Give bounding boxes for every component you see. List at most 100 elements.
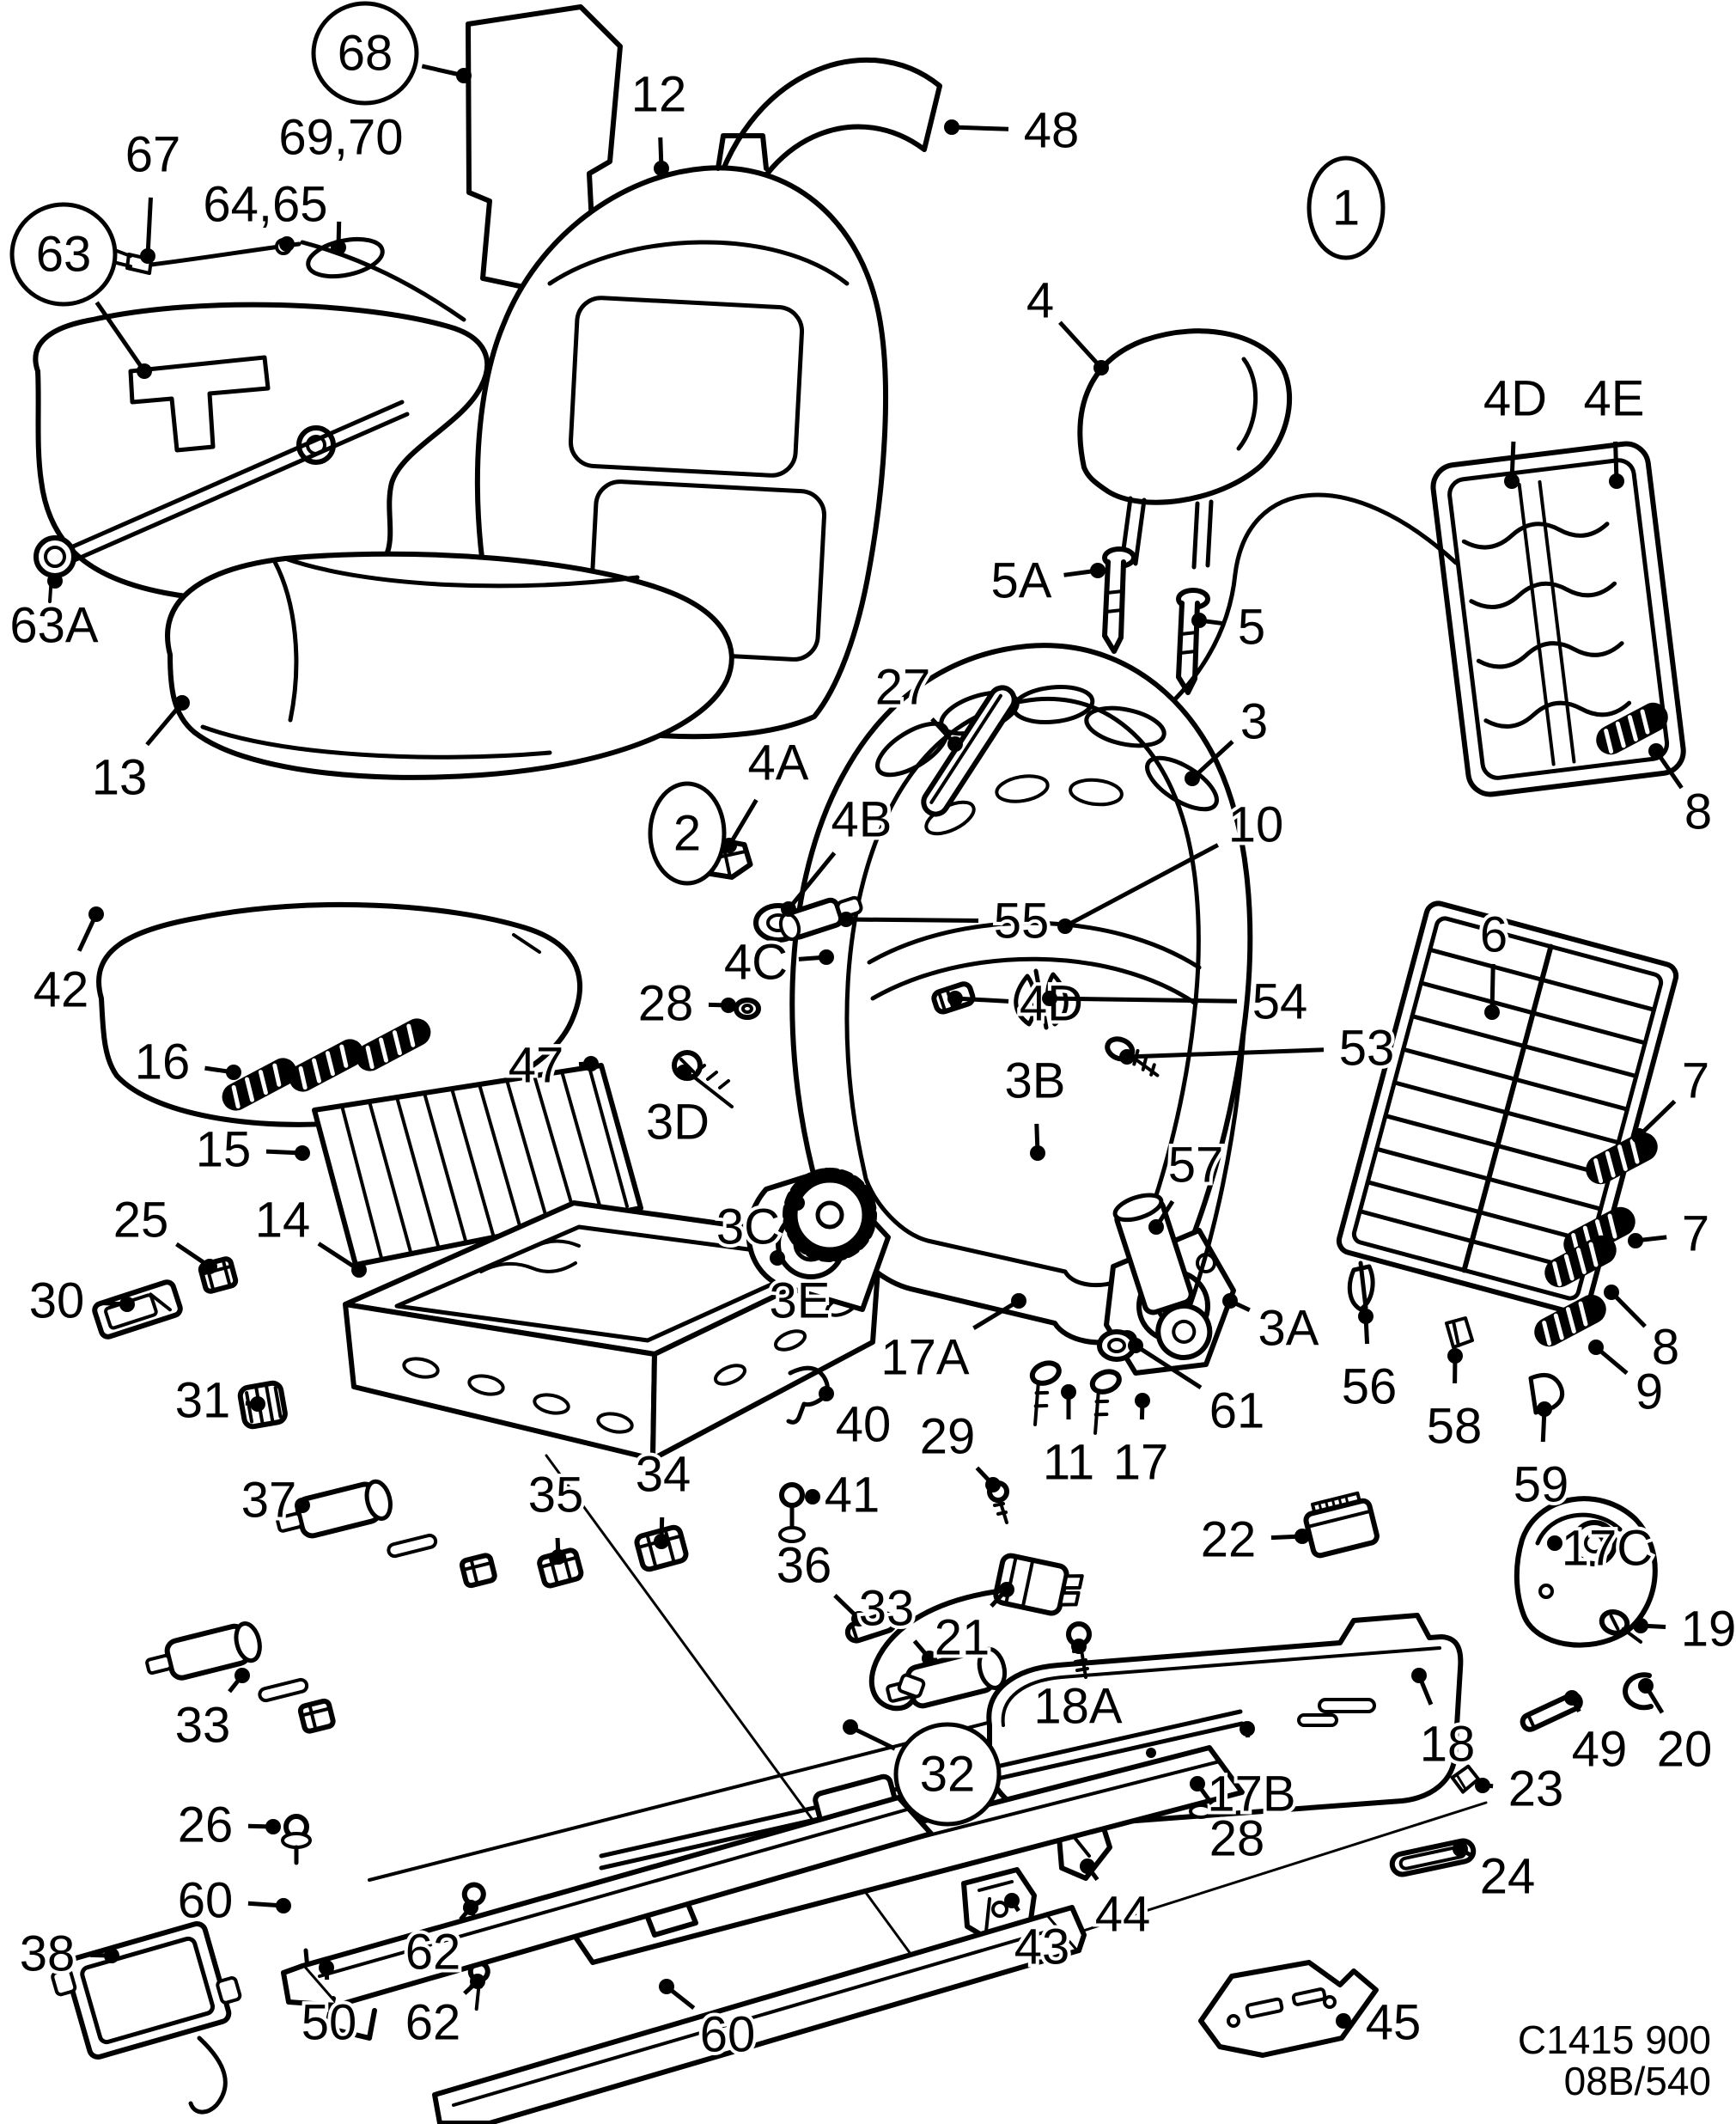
callout-20: 20 [1638, 1678, 1715, 1781]
callout-21: 21 [931, 1582, 1014, 1669]
callout-label: 4A [748, 735, 809, 791]
callout-label: 27 [875, 660, 931, 716]
callout-40: 40 [819, 1386, 894, 1456]
callout-label: 57 [1168, 1138, 1224, 1193]
callout-60: 60 [174, 1870, 291, 1932]
callout-23: 23 [1475, 1758, 1567, 1821]
part-switch [1303, 1491, 1380, 1559]
drawing-code-line2: 08B/540 [1564, 2059, 1711, 2103]
callout-6: 6 [1477, 904, 1511, 1020]
callout-12: 12 [628, 64, 690, 176]
callout-1: 1 [1307, 156, 1386, 260]
callout-label: 1 [1332, 180, 1360, 236]
callout-55: 55 [838, 890, 1052, 953]
callout-label: 29 [920, 1409, 976, 1465]
callout-31: 31 [172, 1370, 265, 1432]
part-lumbar-grid [1336, 900, 1679, 1316]
callout-label: 28 [1209, 1811, 1265, 1867]
callout-label: 6 [1480, 907, 1508, 963]
callout-3C: 3C [713, 1195, 805, 1259]
callout-59: 59 [1510, 1401, 1572, 1517]
callout-label: 59 [1514, 1457, 1569, 1513]
callout-label: 19 [1681, 1602, 1736, 1657]
callout-label: 3E [770, 1273, 831, 1329]
callout-label: 21 [935, 1610, 990, 1666]
callout-label: 55 [994, 894, 1050, 949]
callout-63: 63 [9, 202, 152, 379]
callout-label: 43 [1014, 1920, 1070, 1975]
callout-38: 38 [16, 1923, 119, 1986]
callout-3E: 3E [766, 1250, 833, 1333]
callout-label: 24 [1480, 1849, 1536, 1905]
callout-label: 2 [673, 806, 701, 862]
callout-3A: 3A [1222, 1293, 1323, 1360]
callout-16: 16 [131, 1031, 241, 1094]
part-seat-rails [281, 1709, 1245, 2124]
callout-label: 56 [1342, 1359, 1398, 1415]
callout-label: 10 [1228, 797, 1284, 853]
callout-62: 62 [402, 1974, 485, 2054]
callout-label: 17B [1207, 1767, 1295, 1822]
part-center-clips [537, 1524, 898, 1644]
callout-label: 47 [509, 1038, 564, 1094]
callout-label: 8 [1684, 784, 1712, 840]
callout-label: 4D [1483, 371, 1547, 427]
callout-63A: 63A [6, 573, 102, 657]
callout-17: 17 [1110, 1393, 1172, 1494]
callout-57: 57 [1148, 1134, 1227, 1235]
callout-8: 8 [1648, 743, 1715, 844]
callout-label: 35 [528, 1468, 584, 1523]
callout-28: 28 [1190, 1776, 1268, 1871]
callout-53: 53 [1119, 1017, 1398, 1080]
callout-label: 17 [1113, 1435, 1169, 1491]
callout-label: 34 [636, 1447, 691, 1503]
callout-label: 67 [125, 127, 181, 183]
callout-34: 34 [632, 1443, 694, 1549]
callout-label: 62 [405, 1925, 461, 1981]
callout-label: 18A [1033, 1679, 1123, 1735]
callout-11: 11 [1039, 1384, 1098, 1494]
callout-37: 37 [238, 1469, 310, 1532]
callout-label: 9 [1635, 1364, 1663, 1420]
callout-label: 58 [1427, 1399, 1483, 1455]
callout-label: 37 [241, 1473, 297, 1529]
callout-label: 22 [1201, 1512, 1257, 1568]
callout-label: 5A [991, 553, 1052, 609]
callout-label: 54 [1252, 974, 1308, 1030]
part-seat-cushion [165, 551, 734, 780]
callout-22: 22 [1197, 1509, 1310, 1572]
callout-47: 47 [505, 1035, 599, 1097]
callout-28: 28 [635, 973, 736, 1035]
callout-56: 56 [1338, 1309, 1400, 1419]
callout-label: 33 [859, 1581, 915, 1637]
callout-32: 32 [843, 1719, 1002, 1827]
callout-label: 17A [880, 1330, 970, 1386]
part-motor-rear [145, 1621, 336, 1734]
callout-label: 33 [175, 1698, 231, 1754]
callout-label: 69,70 [278, 110, 403, 166]
callout-label: 60 [178, 1873, 234, 1929]
callout-17C: 17C [1547, 1517, 1656, 1580]
callout-9: 9 [1588, 1340, 1666, 1424]
callout-36: 36 [773, 1535, 867, 1627]
callout-5: 5 [1191, 596, 1269, 659]
callout-61: 61 [1128, 1338, 1268, 1443]
callout-44: 44 [1080, 1858, 1154, 1946]
callout-label: 16 [135, 1035, 191, 1090]
callout-45: 45 [1336, 1992, 1424, 2054]
callout-label: 45 [1366, 1995, 1422, 2051]
callout-4D: 4D [1480, 368, 1550, 489]
callout-label: 60 [700, 2007, 756, 2063]
callout-69,70: 69,70 [275, 107, 407, 255]
callout-18A: 18A [1030, 1639, 1126, 1738]
callout-label: 13 [92, 750, 148, 806]
callout-label: 30 [29, 1273, 85, 1329]
callout-label: 8 [1652, 1320, 1679, 1376]
callout-label: 63 [36, 227, 92, 283]
callout-18: 18 [1411, 1668, 1478, 1776]
callout-label: 5 [1238, 600, 1265, 656]
callout-label: 38 [20, 1926, 76, 1982]
callout-4E: 4E [1581, 368, 1648, 489]
